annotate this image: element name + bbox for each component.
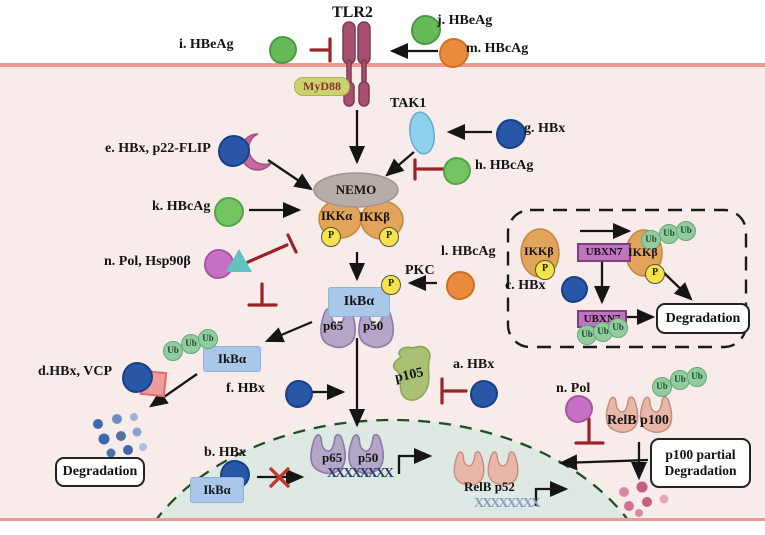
hbcag-blob-m — [439, 38, 469, 68]
phospho-p: P — [645, 264, 665, 284]
degradation-box-left: Degradation — [55, 457, 145, 487]
annotation-e: e. HBx, p22-FLIP — [105, 141, 211, 156]
degraded-fragments-blue — [93, 413, 147, 458]
hbcag-blob-k — [214, 197, 244, 227]
ikka-label: IKKα — [321, 209, 353, 223]
dna-helix-p52: XXXXXXXX — [474, 496, 541, 511]
hbeag-blob-i — [269, 36, 297, 64]
ikba-ubiquitinated: IkBα — [203, 346, 261, 372]
annotation-g: g. HBx — [524, 121, 566, 136]
annotation-m: m. HBcAg — [466, 41, 529, 56]
blocked-cross — [269, 467, 290, 488]
annotation-c: c. HBx — [505, 278, 546, 293]
p65-p50-cytoplasm-shapes — [320, 307, 394, 349]
hsp90b-triangle — [226, 249, 252, 272]
hbx-blob-a — [470, 380, 498, 408]
ikba-nuclear: IkBα — [190, 477, 244, 503]
annotation-d: d.HBx, VCP — [38, 364, 113, 379]
ub-tag: Ub — [163, 341, 183, 361]
p100-partial-line1: p100 partial — [665, 447, 736, 462]
ub-tag: Ub — [608, 318, 628, 338]
phospho-p: P — [535, 260, 555, 280]
ikba-cytoplasm: IkBα — [328, 287, 390, 317]
nemo-label: NEMO — [335, 182, 377, 197]
phospho-p: P — [321, 227, 341, 247]
ikk-complex-shape — [313, 172, 404, 240]
hbeag-blob-j — [411, 15, 441, 45]
annotation-h: h. HBcAg — [475, 158, 534, 173]
p100-partial-line2: Degradation — [664, 463, 737, 478]
hbx-blob-d — [122, 362, 153, 393]
p65-p50-nuclear-shapes — [310, 433, 384, 475]
hbx-blob-c — [561, 276, 588, 303]
hbcag-blob-l — [446, 271, 475, 300]
ub-tag: Ub — [652, 377, 672, 397]
ikkb-inset-left-label: IKKβ — [524, 244, 554, 258]
relb-p52-label: RelB p52 — [464, 479, 515, 494]
pkc-label: PKC — [405, 263, 435, 278]
annotation-l: l. HBcAg — [441, 244, 496, 259]
annotation-i: i. HBeAg — [179, 37, 234, 52]
hbcag-blob-h — [443, 157, 471, 185]
ub-tag: Ub — [687, 367, 707, 387]
tlr2-label: TLR2 — [332, 4, 373, 21]
ubxn7-box-top: UBXN7 — [577, 243, 631, 262]
relb-p100-shapes — [605, 396, 673, 433]
p65-cyto-label: p65 — [323, 318, 344, 333]
plasma-membrane — [0, 63, 765, 67]
p65-nuclear-label: p65 — [322, 450, 343, 465]
dna-helix-p65: XXXXXXXX — [327, 466, 394, 481]
degradation-box-right: Degradation — [656, 303, 750, 334]
p100-partial-degradation-box: p100 partial Degradation — [650, 438, 751, 488]
pol-blob-n-right — [565, 395, 593, 423]
relb-p52-shapes — [453, 451, 519, 486]
cell-bottom-membrane — [0, 518, 765, 521]
annotation-j: j. HBeAg — [437, 13, 493, 28]
ikkb-label: IKKβ — [359, 210, 390, 224]
phospho-p: P — [381, 275, 401, 295]
annotation-a: a. HBx — [453, 357, 495, 372]
phospho-p: P — [379, 227, 399, 247]
annotation-f: f. HBx — [226, 381, 265, 396]
ub-tag: Ub — [676, 221, 696, 241]
p50-nuclear-label: p50 — [358, 450, 379, 465]
annotation-b: b. HBx — [204, 445, 247, 460]
hbx-blob-f — [285, 380, 313, 408]
ikkb-inset-right-label: IKKβ — [628, 245, 658, 259]
tak1-shape — [409, 111, 435, 155]
tlr2-receptor-shape — [342, 21, 371, 107]
inhibition-lines — [246, 37, 605, 445]
p105-shape — [392, 345, 431, 401]
p50-cyto-label: p50 — [363, 318, 384, 333]
nucleus — [156, 418, 628, 518]
annotation-n-right: n. Pol — [556, 381, 591, 396]
annotation-n-left: n. Pol, Hsp90β — [104, 254, 191, 269]
hbx-blob-g — [496, 119, 526, 149]
tak1-label: TAK1 — [390, 96, 427, 111]
relb-p100-label: RelB p100 — [607, 413, 669, 428]
hbx-blob-e — [218, 135, 250, 167]
ub-tag: Ub — [198, 329, 218, 349]
inset-box — [506, 208, 748, 349]
annotation-k: k. HBcAg — [152, 199, 211, 214]
myd88-adaptor: MyD88 — [294, 77, 350, 96]
